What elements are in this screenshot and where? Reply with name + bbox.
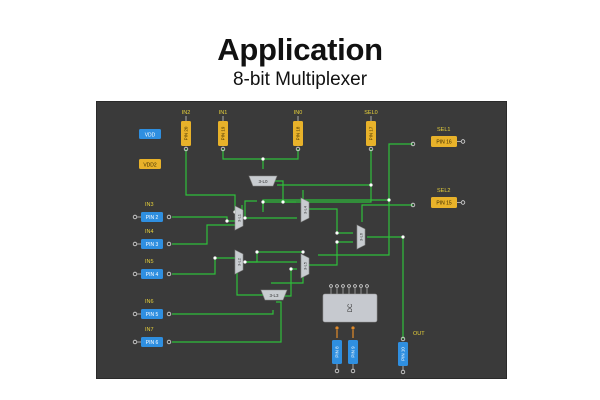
sel2-pin: PIN 15	[436, 201, 452, 207]
mux-1-label: 3-L1	[237, 213, 242, 222]
out-name: OUT	[413, 331, 425, 337]
chip-top-pins	[329, 284, 369, 288]
wire-sel0	[277, 149, 372, 186]
sel1-pin: PIN 16	[436, 140, 452, 146]
pin-sel2[interactable]: SEL2 PIN 15	[410, 188, 466, 208]
in2-pin: PIN 20	[184, 126, 189, 140]
pin-in5[interactable]: IN5 PIN 4	[132, 259, 172, 279]
page-subtitle: 8-bit Multiplexer	[232, 69, 368, 90]
pin-out[interactable]: OUT PIN 10	[398, 331, 425, 375]
pin-sel1[interactable]: SEL1 PIN 16	[410, 127, 466, 147]
in4-pin: PIN 3	[146, 242, 159, 248]
mux-0-label: 3-L0	[258, 179, 268, 184]
in7-name: IN7	[145, 327, 154, 333]
pin-sel0[interactable]: SEL0 PIN 17	[364, 110, 378, 152]
wire-sel0b	[262, 185, 372, 212]
mux-6[interactable]: 3-L6	[356, 224, 366, 250]
pin-8[interactable]: PIN 8	[332, 340, 342, 374]
wire-sel2	[361, 204, 413, 222]
wire-in7	[172, 301, 282, 343]
pin-in0[interactable]: IN0 PIN 18	[293, 110, 303, 152]
in5-name: IN5	[145, 259, 154, 265]
in3-name: IN3	[145, 202, 154, 208]
mux-4-label: 3-L4	[303, 205, 308, 214]
chip-label: DC	[348, 303, 354, 312]
mux-3[interactable]: 3-L3	[260, 289, 288, 301]
wire-mux5-out	[309, 241, 353, 266]
pin-9-label: PIN 9	[351, 346, 356, 358]
pin-8-label: PIN 8	[335, 346, 340, 358]
mux-6-label: 3-L6	[359, 232, 364, 241]
pin-in6[interactable]: IN6 PIN 5	[132, 299, 172, 319]
wire-mux5-sel	[271, 274, 304, 284]
in3-pin: PIN 2	[146, 215, 159, 221]
wire-in5	[172, 257, 237, 275]
wire-tap	[245, 251, 303, 263]
pin-in2[interactable]: IN2 PIN 20	[181, 110, 191, 152]
pin-in4[interactable]: IN4 PIN 3	[132, 229, 172, 249]
sel0-pin: PIN 17	[369, 126, 374, 140]
in1-name: IN1	[219, 110, 228, 116]
in5-pin: PIN 4	[146, 272, 159, 278]
in4-name: IN4	[145, 229, 154, 235]
sel1-name: SEL1	[437, 127, 450, 133]
mux-3-label: 3-L3	[269, 293, 279, 298]
wire-mux1-sel	[244, 200, 257, 218]
schematic-svg: VDD VDD2 IN2 PIN 20 IN1 PIN 19 IN0 PIN 1…	[132, 110, 466, 375]
wire-mux4-out	[309, 208, 353, 234]
wire-sel1b	[318, 200, 390, 256]
in0-pin: PIN 18	[296, 126, 301, 140]
wire-in6	[172, 310, 274, 315]
mux-5[interactable]: 3-L5	[300, 253, 310, 279]
pin-9[interactable]: PIN 9	[348, 340, 358, 374]
wire-in3	[172, 216, 237, 222]
wire-in4	[172, 224, 237, 245]
sel2-name: SEL2	[437, 188, 450, 194]
in1-pin: PIN 19	[221, 126, 226, 140]
mux-0[interactable]: 3-L0	[248, 175, 278, 187]
wire-out	[367, 236, 404, 339]
wire-in1	[222, 149, 264, 169]
pin-in1[interactable]: IN1 PIN 19	[218, 110, 228, 152]
sel0-name: SEL0	[364, 110, 377, 116]
schematic-canvas[interactable]: VDD VDD2 IN2 PIN 20 IN1 PIN 19 IN0 PIN 1…	[96, 101, 507, 379]
in0-name: IN0	[294, 110, 303, 116]
page-title: Application	[217, 32, 383, 67]
out-pin: PIN 10	[401, 347, 406, 361]
mux-2-label: 3-L2	[237, 257, 242, 266]
in2-name: IN2	[182, 110, 191, 116]
mux-1[interactable]: 3-L1	[234, 205, 244, 231]
wire-mux3-out	[283, 268, 297, 297]
vdd-box[interactable]: VDD	[139, 129, 161, 139]
mux-5-label: 3-L5	[303, 261, 308, 270]
wire-in0	[263, 149, 299, 160]
pin-in7[interactable]: IN7 PIN 6	[132, 327, 172, 347]
pin-in3[interactable]: IN3 PIN 2	[132, 202, 172, 222]
vdd2-box[interactable]: VDD2	[139, 159, 161, 169]
in6-name: IN6	[145, 299, 154, 305]
mux-2[interactable]: 3-L2	[234, 249, 244, 275]
chip-block[interactable]: DC	[322, 284, 378, 330]
wire-mux0-out	[273, 180, 296, 203]
chip-wires	[336, 330, 354, 338]
vdd2-label: VDD2	[143, 162, 157, 168]
mux-4[interactable]: 3-L4	[300, 197, 310, 223]
junctions	[213, 157, 405, 271]
in6-pin: PIN 5	[146, 312, 159, 318]
in7-pin: PIN 6	[146, 340, 159, 346]
vdd-label: VDD	[145, 132, 156, 138]
